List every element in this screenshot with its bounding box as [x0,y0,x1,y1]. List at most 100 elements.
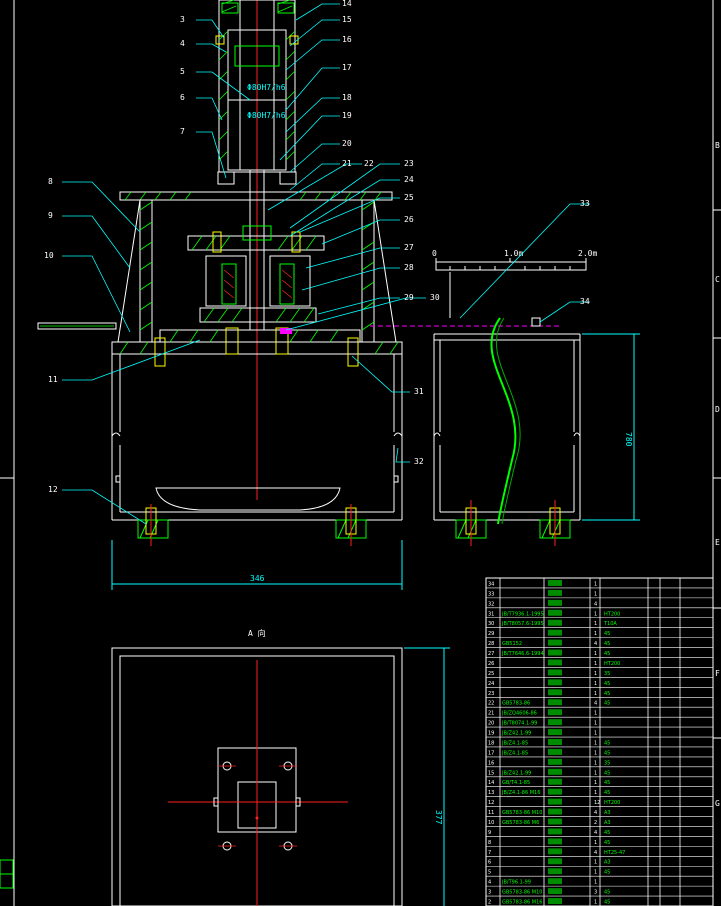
bom-no: 16 [488,760,494,766]
bom-qty: 1 [594,740,597,746]
bom-material: 45 [604,890,610,896]
callout-number: 25 [404,193,414,202]
bom-qty: 1 [594,611,597,617]
bom-qty: 1 [594,880,597,886]
bom-name-glyph [548,589,562,596]
callout-number: 28 [404,263,414,272]
bom-qty: 4 [594,641,597,647]
bom-name-glyph [548,878,562,885]
bom-name-glyph [548,719,562,726]
bom-qty: 1 [594,840,597,846]
bom-qty: 1 [594,870,597,876]
bom-name-glyph [548,798,562,805]
bom-code: GB/T4.1-85 [502,780,530,786]
callout-number: 34 [580,297,590,306]
bom-material: 45 [604,750,610,756]
callout-number: 4 [180,39,185,48]
bom-code: GB5783-86 M6 [502,820,539,826]
bom-qty: 1 [594,900,597,906]
bom-name-glyph [548,858,562,865]
bom-qty: 4 [594,701,597,707]
bom-qty: 1 [594,790,597,796]
bom-name-glyph [548,599,562,606]
bom-name-glyph [548,729,562,736]
frame-letter: E [715,538,720,547]
bom-no: 30 [488,621,494,627]
bom-no: 22 [488,701,494,707]
bom-code: GB5783-86 [502,701,530,707]
bom-name-glyph [548,669,562,676]
callout-number: 16 [342,35,352,44]
left-column [139,199,153,343]
bom-material: 45 [604,681,610,687]
bom-material: HT200 [604,611,620,617]
bom-code: JB/T7936.1-1995 [501,611,544,617]
callout-numbers: 3 4 5 6 7 8 9 10 11 12 14 15 16 17 18 19… [44,0,590,494]
bom-no: 14 [488,780,494,786]
bom-qty: 1 [594,731,597,737]
bom-no: 17 [488,750,494,756]
bom-name-glyph [548,898,562,904]
bom-qty: 4 [594,601,597,607]
bom-material: 35 [604,760,610,766]
callout-number: 7 [180,127,185,136]
bom-qty: 1 [594,750,597,756]
bom-no: 6 [488,860,491,866]
bom-material: HT200 [604,661,620,667]
bom-name-glyph [548,629,562,636]
callout-number: 24 [404,175,414,184]
bom-material: 45 [604,840,610,846]
feet [137,519,367,539]
bom-qty: 1 [594,661,597,667]
bom-material: 45 [604,870,610,876]
bom-qty: 1 [594,711,597,717]
callout-number: 18 [342,93,352,102]
bom-no: 33 [488,591,494,597]
bom-qty: 1 [594,760,597,766]
bom-name-glyph [548,709,562,716]
bom-no: 10 [488,820,494,826]
bom-material: A3 [604,820,611,826]
bom-no: 9 [488,830,491,836]
bom-code: JB/T96.1-99 [501,880,531,886]
frame-letters: B C D E F G [715,141,720,808]
bom-name-glyph [548,768,562,775]
scale-mark: 1.0m [504,249,523,258]
bom-qty: 1 [594,780,597,786]
bom-no: 8 [488,840,491,846]
bom-qty: 1 [594,770,597,776]
bom-qty: 4 [594,810,597,816]
bom-qty: 4 [594,850,597,856]
callout-number: 6 [180,93,185,102]
frame-letter: F [715,669,720,678]
bom-code: JB/ZQ4606-86 [501,711,537,717]
bom-no: 2 [488,900,491,906]
bom-qty: 1 [594,651,597,657]
bom-code: GB5152 [502,641,522,647]
bom-code: JB/T7646.6-1994 [501,651,544,657]
bom-qty: 1 [594,591,597,597]
bom-material: 35 [604,671,610,677]
bom-no: 12 [488,800,494,806]
callout-number: 23 [404,159,414,168]
bom-material: 45 [604,830,610,836]
bom-name-glyph [548,838,562,845]
callout-number: 20 [342,139,352,148]
bom-material: 45 [604,631,610,637]
bom-no: 24 [488,681,494,687]
callout-number: 11 [48,375,58,384]
cable [490,317,517,525]
bom-qty: 1 [594,671,597,677]
scrap-bin [155,487,341,511]
bom-no: 34 [488,581,494,587]
bom-code: GB5783-86 M10 [502,890,542,896]
bom-name-glyph [548,679,562,686]
bom-material: A3 [604,810,611,816]
callout-number: 12 [48,485,58,494]
bom-qty: 2 [594,820,597,826]
bom-name-glyph [548,788,562,795]
bom-material: HT200 [604,800,620,806]
bom-qty: 1 [594,681,597,687]
bom-code: JB/Z42.1-99 [501,770,531,776]
bom-no: 4 [488,880,491,886]
